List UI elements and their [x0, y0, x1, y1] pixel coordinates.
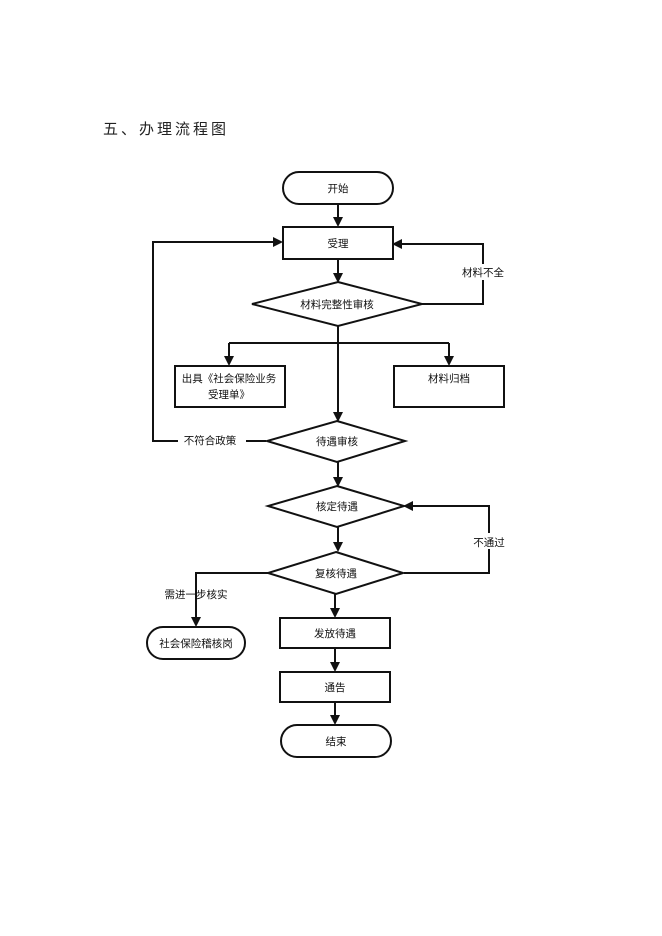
edge-label-not-passed-text: 不通过: [473, 536, 505, 549]
node-start-label: 开始: [328, 182, 349, 195]
node-pay-label: 发放待遇: [314, 627, 356, 640]
node-issue-form: 出具《社会保险业务 受理单》: [174, 365, 286, 408]
edge-label-further-verify: 需进一步核实: [165, 588, 228, 601]
edge-not-eligible-loop: [152, 237, 283, 442]
node-recheck: 复核待遇: [264, 550, 407, 596]
page-title: 五、办理流程图: [103, 120, 230, 138]
node-benefit-review: 待遇审核: [263, 419, 409, 464]
node-accept: 受理: [282, 226, 394, 260]
node-material-check: 材料完整性审核: [251, 280, 426, 328]
node-start: 开始: [282, 171, 394, 205]
node-determine-label: 核定待遇: [316, 500, 358, 513]
node-pay: 发放待遇: [279, 617, 391, 649]
edge-further-verify: [191, 572, 268, 627]
node-archive-label: 材料归档: [428, 372, 470, 385]
node-end-label: 结束: [326, 735, 347, 748]
node-archive: 材料归档: [393, 365, 505, 408]
node-notify-label: 通告: [325, 681, 346, 694]
edge-label-further-verify-text: 需进一步核实: [165, 588, 228, 601]
node-issue-form-label-2: 受理单》: [208, 389, 250, 401]
node-determine: 核定待遇: [264, 484, 408, 529]
node-material-check-label: 材料完整性审核: [300, 298, 374, 311]
node-audit-post: 社会保险稽核岗: [146, 626, 246, 660]
edge-label-incomplete-text: 材料不全: [462, 266, 504, 279]
edge-label-not-passed: 不通过: [470, 533, 510, 549]
edge-label-incomplete: 材料不全: [459, 264, 507, 280]
edge-label-not-eligible: 不符合政策: [178, 432, 246, 448]
node-benefit-review-label: 待遇审核: [316, 435, 358, 448]
node-recheck-label: 复核待遇: [315, 567, 357, 580]
node-notify: 通告: [279, 671, 391, 703]
node-end: 结束: [280, 724, 392, 758]
node-audit-post-label: 社会保险稽核岗: [159, 637, 233, 650]
edge-label-not-eligible-text: 不符合政策: [184, 434, 237, 447]
node-accept-label: 受理: [328, 238, 349, 250]
node-issue-form-label-1: 出具《社会保险业务: [182, 372, 277, 385]
